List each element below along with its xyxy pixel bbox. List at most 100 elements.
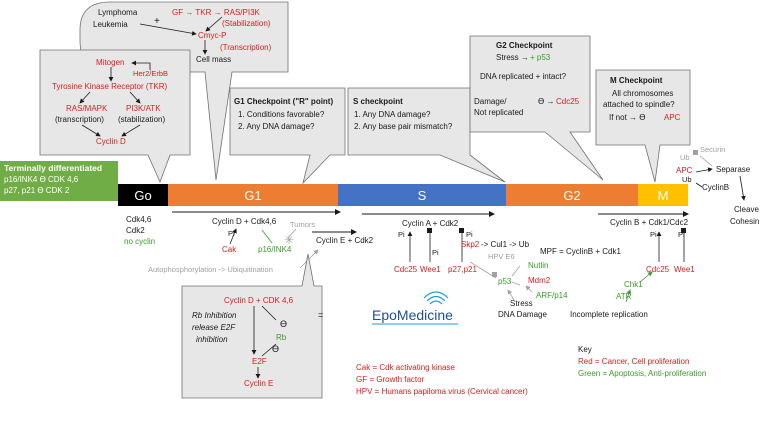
plus-text: +	[154, 16, 160, 27]
wee1-s: Wee1	[420, 265, 441, 274]
rb-equals: =	[318, 310, 323, 320]
lymphoma-text: Lymphoma	[98, 8, 138, 17]
rasmapk-text: RAS/MAPK	[66, 104, 108, 113]
apc-text: APC	[676, 166, 693, 175]
cyclinb-text: CyclinB	[702, 183, 729, 192]
callout-g2-checkpoint	[469, 35, 604, 181]
legend-hpv: HPV = Humans papiloma virus (Cervical ca…	[356, 387, 528, 396]
chk1-text: Chk1	[624, 280, 643, 289]
incomplete-text: Incomplete replication	[570, 310, 648, 319]
m-line2: attached to spindle?	[603, 100, 675, 109]
g1-checkpoint-title: G1 Checkpoint ("R" point)	[234, 97, 333, 106]
ub2-text: Ub	[682, 175, 692, 184]
g2-damage: Damage/	[474, 97, 507, 106]
g2-p53: + p53	[530, 53, 551, 62]
rb-inhibition: Rb Inhibition	[192, 311, 237, 320]
phase-g1: G1	[168, 184, 338, 206]
tumor-star: ✳	[284, 233, 294, 247]
atr-text: ATR	[616, 292, 632, 301]
tumors-text: Tumors	[290, 220, 315, 229]
cycline-cdk2: Cyclin E + Cdk2	[316, 236, 374, 245]
pi-g2-1: Pi	[650, 230, 657, 239]
callout-mitogen	[39, 49, 191, 184]
wee1-m: Wee1	[674, 265, 695, 274]
gf-tkr-text: GF → TKR → RAS/PI3K	[172, 8, 261, 17]
g2-notreplicated: Not replicated	[474, 108, 523, 117]
callout-m-checkpoint	[595, 69, 691, 183]
cellmass-text: Cell mass	[196, 55, 231, 64]
p16-text: p16/INK4	[258, 245, 292, 254]
e2f-text: E2F	[252, 357, 267, 366]
terminal-title: Terminally differentiated	[4, 163, 103, 173]
her2-text: Her2/ErbB	[133, 69, 168, 78]
go-cdk2: Cdk2	[126, 226, 145, 235]
terminal-p16: p16/INK4 ϴ CDK 4,6	[4, 175, 79, 184]
callout-g1-checkpoint	[229, 87, 346, 185]
g1-item2: 2. Any DNA damage?	[238, 122, 315, 131]
phase-m: M	[638, 184, 688, 206]
rb-text: Rb	[276, 333, 287, 342]
phase-m-label: M	[657, 187, 669, 203]
legend-cak: Cak = Cdk activating kinase	[356, 363, 455, 372]
p53-text: p53	[498, 277, 512, 286]
rb-release: release E2F	[192, 323, 236, 332]
transcription-top-text: (Transcription)	[220, 43, 272, 52]
cdc25-s: Cdc25	[394, 265, 418, 274]
stabilization-top-text: (Stabilization)	[222, 19, 271, 28]
arf-text: ARF/p14	[536, 291, 568, 300]
mdm2-text: Mdm2	[528, 276, 551, 285]
g2-replicated: DNA replicated + intact?	[480, 72, 567, 81]
pi3k-text: PI3K/ATK	[126, 104, 161, 113]
cyclina-cdk2: Cyclin A + Cdk2	[402, 219, 459, 228]
go-cdk46: Cdk4,6	[126, 215, 152, 224]
key-green: Green = Apoptosis, Anti-proliferation	[578, 369, 706, 378]
stress-text: Stress	[510, 299, 533, 308]
g2-stress: Stress →	[496, 53, 529, 62]
cyclind-cdk46: Cyclin D + Cdk4,6	[212, 217, 277, 226]
nutlin-text: Nutlin	[528, 261, 548, 270]
m-checkpoint-title: M Checkpoint	[610, 76, 663, 85]
terminal-p27: p27, p21 ϴ CDK 2	[4, 186, 70, 195]
cohesin-text: Cohesin	[730, 217, 759, 226]
stabilization-mit-text: (stabilization)	[118, 115, 165, 124]
g2-cdc25: Cdc25	[556, 97, 580, 106]
logo-text: EpoMedicine	[372, 307, 453, 323]
rb-cycline: Cyclin E	[244, 379, 273, 388]
pi-cak: Pi	[228, 229, 235, 238]
separase-text: Separase	[716, 165, 751, 174]
phase-s-label: S	[417, 187, 427, 203]
hpve6-text: HPV E6	[488, 252, 515, 261]
m-ifnot: If not → ϴ	[609, 113, 645, 122]
legend-gf: GF = Growth factor	[356, 375, 425, 384]
securin-text: Securin	[700, 145, 725, 154]
logo: EpoMedicine	[372, 291, 458, 325]
tkr-text: Tyrosine Kinase Receptor (TKR)	[52, 82, 167, 91]
ub1-text: Ub	[680, 153, 690, 162]
autophos-text: Autophosphorylation -> Ubiquitination	[148, 265, 273, 274]
cleave-text: Cleave	[734, 205, 759, 214]
transcription-mit-text: (transcription)	[55, 115, 104, 124]
s-item1: 1. Any DNA damage?	[354, 110, 431, 119]
g2-inhibit-arrow: ϴ →	[538, 97, 554, 106]
mpf-text: MPF = CyclinB + Cdk1	[540, 247, 621, 256]
rb-cyclind: Cyclin D + CDK 4,6	[224, 296, 294, 305]
go-nocyclin: no cyclin	[124, 237, 155, 246]
dnadamage-text: DNA Damage	[498, 310, 547, 319]
cak-text: Cak	[222, 245, 237, 254]
key-red: Red = Cancer, Cell proliferation	[578, 357, 689, 366]
mitogen-text: Mitogen	[96, 58, 124, 67]
m-apc: APC	[664, 113, 681, 122]
phase-g1-label: G1	[244, 187, 262, 203]
terminal-box: Terminally differentiated p16/INK4 ϴ CDK…	[0, 161, 118, 201]
key-title: Key	[578, 345, 592, 354]
pi-g2-2: Pi	[678, 230, 685, 239]
leukemia-text: Leukemia	[93, 20, 128, 29]
s-checkpoint-title: S checkpoint	[353, 97, 403, 106]
callout-rb	[181, 253, 323, 399]
cdc25-m: Cdc25	[646, 265, 670, 274]
phase-g2: G2	[506, 184, 638, 206]
pi-s3: Pi	[466, 230, 473, 239]
rb-theta1: ϴ	[280, 319, 287, 329]
m-line1: All chromosomes	[612, 89, 673, 98]
